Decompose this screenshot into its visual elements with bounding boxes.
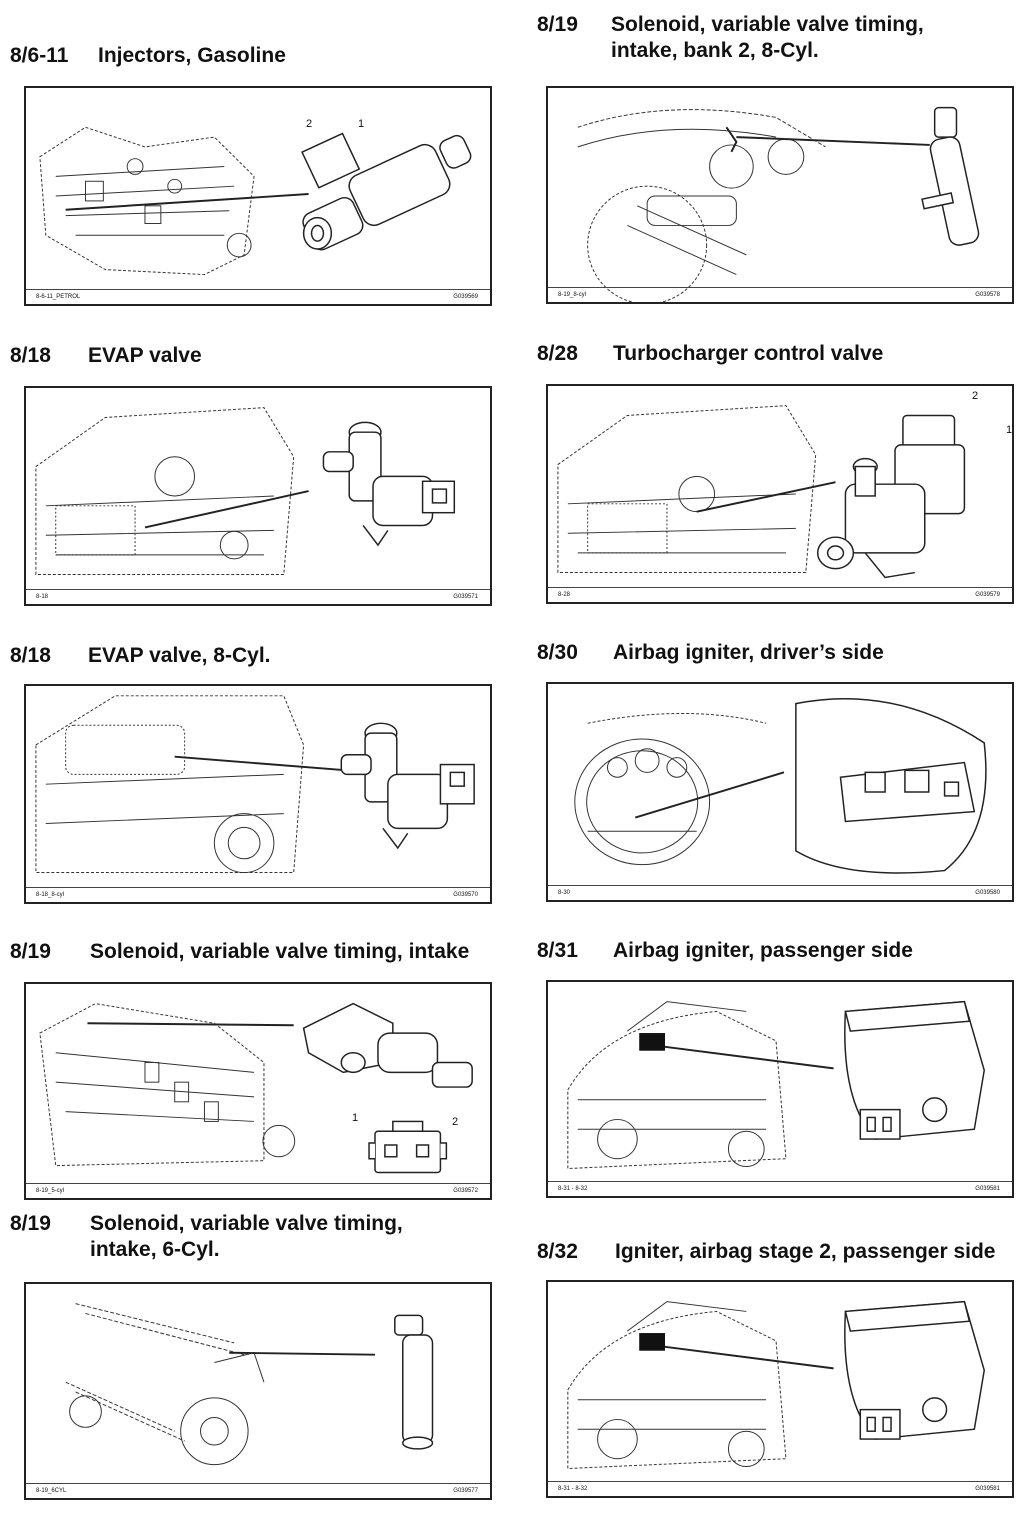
section-code: 8/32 (537, 1240, 578, 1263)
figure-filename: 8-18_8-cyl (36, 892, 65, 898)
illustration-panel: 8-19_8-cyl G039578 (546, 86, 1014, 304)
callout-number: 1 (1006, 424, 1013, 436)
section-code: 8/30 (537, 641, 578, 664)
section-code: 8/19 (10, 940, 51, 963)
section-heading: 8/32 Igniter, airbag stage 2, passenger … (537, 1239, 1032, 1269)
section-code: 8/19 (10, 1212, 51, 1235)
section-title: Airbag igniter, passenger side (613, 939, 913, 962)
figure-id: G039577 (453, 1488, 478, 1494)
vvt-solenoid-6cyl-illustration (65, 1303, 434, 1466)
figure-filename: 8-6-11_PETROL (36, 294, 81, 300)
section-code: 8/18 (10, 644, 51, 667)
section-heading: 8/31 Airbag igniter, passenger side (537, 938, 1027, 968)
figure-filename: 8-19_8-cyl (558, 292, 587, 298)
section-title: Turbocharger control valve (613, 342, 884, 365)
camshaft-solenoid-illustration (577, 106, 980, 302)
turbo-valve-illustration (557, 405, 966, 579)
illustration-panel: 8-18_8-cyl G039570 (24, 684, 492, 904)
section-heading: 8/6-11 Injectors, Gasoline (10, 43, 490, 73)
figure-id: G039569 (453, 294, 478, 300)
vvt-solenoid-illustration (39, 1002, 473, 1174)
figure-id: G039572 (453, 1188, 478, 1194)
section-heading: 8/28 Turbocharger control valve (537, 341, 1027, 371)
caption-rule (26, 887, 490, 888)
caption-rule (548, 1181, 1012, 1182)
section-title: Solenoid, variable valve timing, intake,… (611, 13, 924, 62)
figure-id: G039581 (975, 1486, 1000, 1492)
illustration-panel: 8-19_6CYL G039577 (24, 1282, 492, 1500)
illustration-panel: 8-31 - 8-32 G039581 (546, 980, 1014, 1198)
illustration-panel: 2 1 8-6-11_PETROL G039569 (24, 86, 492, 306)
figure-id: G039570 (453, 892, 478, 898)
section-heading: 8/19 Solenoid, variable valve timing, in… (10, 939, 510, 969)
figure-filename: 8-31 - 8-32 (558, 1186, 588, 1192)
section-code: 8/18 (10, 344, 51, 367)
section-title: Airbag igniter, driver’s side (613, 641, 884, 664)
section-heading: 8/18 EVAP valve (10, 343, 490, 373)
figure-filename: 8-28 (558, 592, 571, 598)
section-heading: 8/19 Solenoid, variable valve timing, in… (537, 12, 1027, 68)
figure-id: G039571 (453, 594, 478, 600)
caption-rule (548, 587, 1012, 588)
illustration-panel: 1 2 8-19_5-cyl G039572 (24, 982, 492, 1200)
section-title: Solenoid, variable valve timing, intake,… (90, 1212, 403, 1261)
section-heading: 8/18 EVAP valve, 8-Cyl. (10, 643, 490, 673)
driver-airbag-illustration (574, 698, 987, 874)
evap-valve-8cyl-illustration (35, 695, 475, 874)
passenger-airbag-illustration (567, 1000, 986, 1170)
figure-id: G039580 (975, 890, 1000, 896)
illustration-panel: 8-30 G039580 (546, 682, 1014, 902)
figure-filename: 8-18 (36, 594, 49, 600)
passenger-airbag-stage2-illustration (567, 1300, 986, 1470)
figure-filename: 8-19_6CYL (36, 1488, 67, 1494)
caption-rule (26, 1483, 490, 1484)
callout-number: 1 (352, 1112, 359, 1124)
illustration-panel: 2 1 8-28 G039579 (546, 384, 1014, 604)
section-code: 8/28 (537, 342, 578, 365)
illustration-panel: 8-31 - 8-32 G039581 (546, 1280, 1014, 1498)
figure-filename: 8-31 - 8-32 (558, 1486, 588, 1492)
caption-rule (548, 1481, 1012, 1482)
callout-number: 1 (358, 118, 365, 130)
section-code: 8/31 (537, 939, 578, 962)
figure-id: G039579 (975, 592, 1000, 598)
caption-rule (548, 885, 1012, 886)
callout-number: 2 (306, 118, 313, 130)
section-code: 8/6-11 (10, 44, 69, 67)
section-heading: 8/19 Solenoid, variable valve timing, in… (10, 1211, 490, 1267)
section-title: Solenoid, variable valve timing, intake (90, 940, 470, 963)
caption-rule (26, 589, 490, 590)
section-title: EVAP valve, 8-Cyl. (88, 644, 271, 667)
figure-id: G039581 (975, 1186, 1000, 1192)
section-title: Igniter, airbag stage 2, passenger side (615, 1240, 996, 1263)
figure-filename: 8-19_5-cyl (36, 1188, 65, 1194)
section-heading: 8/30 Airbag igniter, driver’s side (537, 640, 1027, 670)
section-title: EVAP valve (88, 344, 202, 367)
illustration-panel: 8-18 G039571 (24, 386, 492, 606)
figure-filename: 8-30 (558, 890, 571, 896)
caption-rule (26, 289, 490, 290)
caption-rule (26, 1183, 490, 1184)
evap-valve-illustration (35, 407, 456, 576)
section-code: 8/19 (537, 13, 578, 36)
caption-rule (548, 287, 1012, 288)
engine-injector-illustration (39, 126, 472, 276)
figure-id: G039578 (975, 292, 1000, 298)
callout-number: 2 (452, 1116, 459, 1128)
callout-number: 2 (972, 390, 979, 402)
section-title: Injectors, Gasoline (98, 44, 286, 67)
